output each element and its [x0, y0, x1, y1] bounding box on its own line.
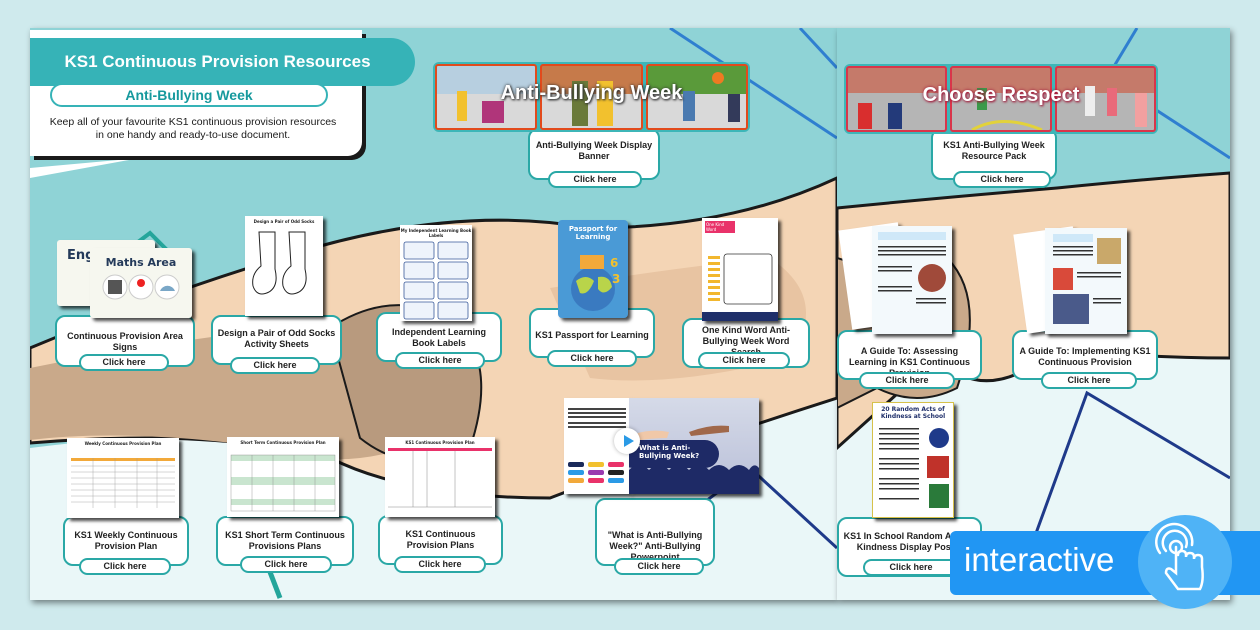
banner-panel	[1054, 66, 1156, 132]
resource-card-short-term-plan: KS1 Short Term Continuous Provisions Pla…	[216, 516, 354, 566]
click-here-button[interactable]: Click here	[79, 558, 171, 575]
resource-label: KS1 Short Term Continuous Provisions Pla…	[225, 530, 345, 551]
page-title: KS1 Continuous Provision Resources	[64, 52, 371, 71]
resource-thumbnail[interactable]: 20 Random Acts of Kindness at School	[872, 402, 954, 518]
thumbnail-text: 20 Random Acts of Kindness at School	[880, 406, 946, 420]
banner-panel	[435, 64, 538, 130]
resource-card-powerpoint: "What is Anti-Bullying Week?" Anti-Bully…	[595, 498, 715, 566]
resource-thumbnail[interactable]: Passport for Learning 6 3	[558, 220, 628, 318]
click-here-button[interactable]: Click here	[395, 352, 485, 369]
resource-thumbnail-notes[interactable]	[564, 398, 630, 494]
banner-panel	[540, 64, 643, 130]
banner-image-anti-bullying-week[interactable]: Anti-Bullying Week	[433, 62, 750, 132]
resource-label: Anti-Bullying Week Display Banner	[535, 140, 653, 161]
thumbnail-text: Maths Area	[105, 256, 177, 269]
thumbnail-text: Short Term Continuous Provision Plan	[240, 440, 326, 445]
click-here-button[interactable]: Click here	[79, 354, 169, 371]
thumbnail-text: KS1 Continuous Provision Plan	[405, 440, 475, 445]
play-icon	[624, 435, 634, 447]
svg-text:3: 3	[612, 272, 620, 286]
resource-thumbnail[interactable]: Short Term Continuous Provision Plan	[227, 437, 339, 517]
right-page: KS1 Anti-Bullying Week Resource Pack Cli…	[837, 28, 1230, 600]
play-video-button[interactable]	[614, 428, 640, 454]
banner-panel	[846, 66, 948, 132]
banner-panel	[645, 64, 748, 130]
resource-thumbnail[interactable]: Design a Pair of Odd Socks	[245, 216, 323, 316]
click-here-button[interactable]: Click here	[1041, 372, 1137, 389]
banner-panel	[950, 66, 1052, 132]
click-here-button[interactable]: Click here	[953, 171, 1051, 188]
resource-thumbnail-video[interactable]: What is Anti-Bullying Week?	[629, 398, 759, 494]
resource-thumbnail[interactable]: My Independent Learning Book Labels	[400, 225, 472, 321]
resource-label: KS1 In School Random Acts of Kindness Di…	[843, 531, 976, 552]
resource-label: KS1 Passport for Learning	[535, 330, 649, 340]
thumbnail-text: Eng	[67, 248, 95, 263]
header-title-bar	[30, 38, 415, 86]
resource-thumbnail[interactable]	[1045, 228, 1127, 334]
click-here-button[interactable]: Click here	[547, 350, 637, 367]
click-here-button[interactable]: Click here	[859, 372, 955, 389]
resource-label: KS1 Weekly Continuous Provision Plan	[74, 530, 178, 551]
resource-label: KS1 Anti-Bullying Week Resource Pack	[943, 140, 1045, 161]
thumbnail-text: Passport for Learning	[568, 225, 618, 241]
thumbnail-text: Design a Pair of Odd Socks	[253, 219, 315, 224]
tap-hand-icon	[1155, 522, 1204, 591]
click-here-button[interactable]: Click here	[698, 352, 790, 369]
page-subtitle: Anti-Bullying Week	[50, 83, 328, 107]
click-here-button[interactable]: Click here	[614, 558, 704, 575]
thumbnail-text: My Independent Learning Book Labels	[400, 228, 472, 238]
interactive-badge-circle	[1138, 515, 1232, 609]
click-here-button[interactable]: Click here	[394, 556, 486, 573]
resource-label: Continuous Provision Area Signs	[67, 331, 183, 352]
resource-thumbnail[interactable]: One Kind Word	[702, 218, 778, 321]
click-here-button[interactable]: Click here	[240, 556, 332, 573]
click-here-button[interactable]: Click here	[230, 357, 320, 374]
resource-label: Independent Learning Book Labels	[391, 327, 486, 348]
resource-card-weekly-plan: KS1 Weekly Continuous Provision Plan	[63, 516, 189, 566]
resource-thumbnail[interactable]: KS1 Continuous Provision Plan	[385, 437, 495, 517]
resource-label: KS1 Continuous Provision Plans	[405, 529, 476, 550]
svg-text:6: 6	[610, 256, 618, 270]
resource-card-guide-assessing: A Guide To: Assessing Learning in KS1 Co…	[837, 330, 982, 380]
interactive-label: interactive	[964, 541, 1115, 578]
thumbnail-text: One Kind Word	[705, 221, 735, 233]
banner-image-choose-respect[interactable]: Choose Respect	[844, 64, 1158, 134]
click-here-button[interactable]: Click here	[863, 559, 959, 576]
resource-thumbnail[interactable]: Maths Area	[90, 248, 192, 318]
resource-label: "What is Anti-Bullying Week?" Anti-Bully…	[607, 530, 703, 562]
thumbnail-text: What is Anti-Bullying Week?	[639, 444, 700, 460]
resource-label: Design a Pair of Odd Socks Activity Shee…	[217, 328, 336, 349]
resource-thumbnail[interactable]: Weekly Continuous Provision Plan	[67, 438, 179, 518]
resource-label: A Guide To: Implementing KS1 Continuous …	[1019, 346, 1151, 367]
resource-thumbnail[interactable]	[872, 226, 952, 334]
page-description: Keep all of your favourite KS1 continuou…	[49, 116, 337, 141]
left-page: KS1 Continuous Provision Resources Anti-…	[30, 28, 837, 600]
click-here-button[interactable]: Click here	[548, 171, 642, 188]
thumbnail-text: Weekly Continuous Provision Plan	[84, 441, 162, 446]
